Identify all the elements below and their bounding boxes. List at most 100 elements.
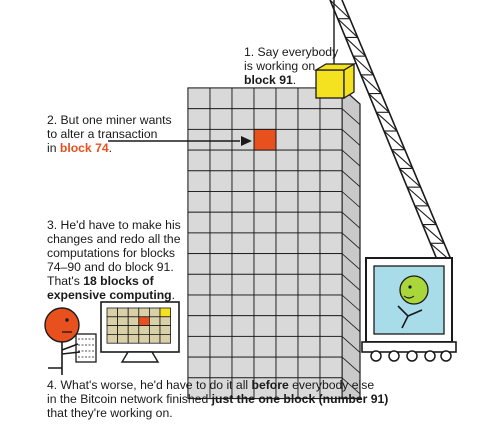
computer-icon: [75, 301, 180, 363]
tower-block: [297, 294, 321, 317]
screen-block: [159, 325, 172, 335]
tower-side-line: [341, 191, 361, 208]
caption-step-3-line-5: That's 18 blocks of: [47, 274, 181, 288]
caption-step-4-line-3: that they're working on.: [47, 406, 173, 420]
screen-block: [106, 333, 119, 344]
tower-side-line: [341, 108, 361, 125]
miner-body: [48, 342, 63, 375]
tower-block: [231, 211, 255, 234]
tower-side-line: [341, 232, 361, 250]
caption-step-4-pre: 4. What's worse, he'd have to do it all: [47, 378, 252, 392]
tower-block: [253, 149, 277, 172]
tower-grid: [187, 87, 343, 399]
caption-step-1-line-2: is working on: [244, 59, 316, 73]
tower-block: [209, 253, 233, 275]
caption-step-3-line-6: expensive computing.: [47, 288, 181, 302]
screen-block: [106, 307, 119, 318]
screen-block: [127, 325, 140, 335]
tower-block: [297, 170, 321, 192]
tower-side-line: [341, 274, 361, 291]
block-74: [253, 128, 277, 151]
worker-mouth: [403, 295, 415, 299]
tower-block: [187, 294, 211, 317]
tower-block: [319, 232, 343, 255]
tower-block: [187, 87, 211, 110]
caption-step-4-line-2: in the Bitcoin network finished just the…: [47, 392, 388, 406]
caption-step-4: 4. What's worse, he'd have to do it all …: [47, 378, 388, 420]
caption-step-1-line-3: block 91.: [244, 73, 338, 87]
tower-block: [297, 108, 321, 130]
tower-block: [231, 170, 255, 192]
tower-side-line: [341, 315, 361, 332]
tower-side-line: [341, 356, 361, 374]
crane-brace: [352, 55, 374, 76]
tower-block: [297, 273, 321, 296]
cab-wheel: [406, 350, 418, 362]
caption-step-3: 3. He'd have to make his changes and red…: [47, 218, 181, 302]
caption-step-3-bold-1: 18 blocks of: [83, 274, 154, 288]
tower-block: [209, 356, 233, 379]
caption-step-2-pre: in: [47, 141, 60, 155]
caption-step-3-line-4: 74–90 and do block 91.: [47, 260, 174, 274]
tower-block: [187, 149, 211, 172]
tower-block: [187, 170, 211, 192]
screen-block: [148, 325, 161, 335]
caption-step-4-post: everybody else: [288, 378, 375, 392]
tower-block: [275, 170, 299, 192]
tower-block: [275, 108, 299, 130]
tower-block: [319, 356, 343, 379]
caption-step-2-period: .: [108, 141, 113, 155]
crane-brace: [391, 149, 414, 169]
screen-block: [159, 316, 172, 326]
tower-block: [231, 294, 255, 317]
tower-block: [231, 191, 255, 213]
screen-block: [117, 307, 129, 318]
caption-step-4-bold-1: before: [251, 378, 289, 392]
screen-block: [106, 325, 119, 335]
tower-block: [253, 87, 277, 110]
tower-block: [231, 315, 255, 337]
cab-wheel: [388, 350, 400, 362]
worker-head: [399, 275, 429, 305]
miner-icon: [44, 307, 81, 375]
tower-block: [187, 335, 211, 358]
caption-step-2-line-1: 2. But one miner wants: [47, 113, 172, 127]
tower-side-face: [341, 86, 361, 400]
tower-block: [187, 108, 211, 130]
crane-brace: [345, 37, 366, 57]
caption-step-4-bold-2: just the one block (number 91): [211, 392, 389, 406]
screen-block: [138, 325, 150, 335]
tower-block: [231, 149, 255, 172]
miner-arms: [61, 343, 81, 355]
tower-block: [319, 377, 343, 399]
caption-step-3-line-2: changes and redo all the: [47, 232, 181, 246]
tower-block: [209, 315, 233, 337]
tower-icon: [187, 86, 361, 400]
tower-block: [275, 253, 299, 275]
crane-brace: [329, 0, 351, 20]
screen-block: [127, 307, 140, 318]
tower-block: [187, 253, 211, 275]
caption-step-1-line-1: 1. Say everybody: [244, 45, 339, 59]
tower-side-line: [341, 294, 361, 312]
tower-side-grid: [341, 108, 361, 395]
tower-block: [253, 191, 277, 213]
tower-side-line: [341, 170, 361, 188]
caption-step-3-pre: That's: [47, 274, 84, 288]
tower-block: [319, 170, 343, 192]
tower-block: [275, 273, 299, 296]
tower-block: [231, 232, 255, 255]
crane-brace: [414, 205, 437, 225]
tower-block: [297, 191, 321, 213]
tower-block: [187, 128, 211, 151]
tower-block: [209, 191, 233, 213]
tower-side-line: [341, 253, 361, 270]
tower-block: [209, 335, 233, 358]
tower-block: [319, 108, 343, 130]
screen-block: [117, 333, 129, 344]
tower-block: [319, 191, 343, 213]
crane-brace: [368, 93, 390, 113]
arrow-to-block-74: [108, 136, 252, 146]
tower-block: [231, 87, 255, 110]
